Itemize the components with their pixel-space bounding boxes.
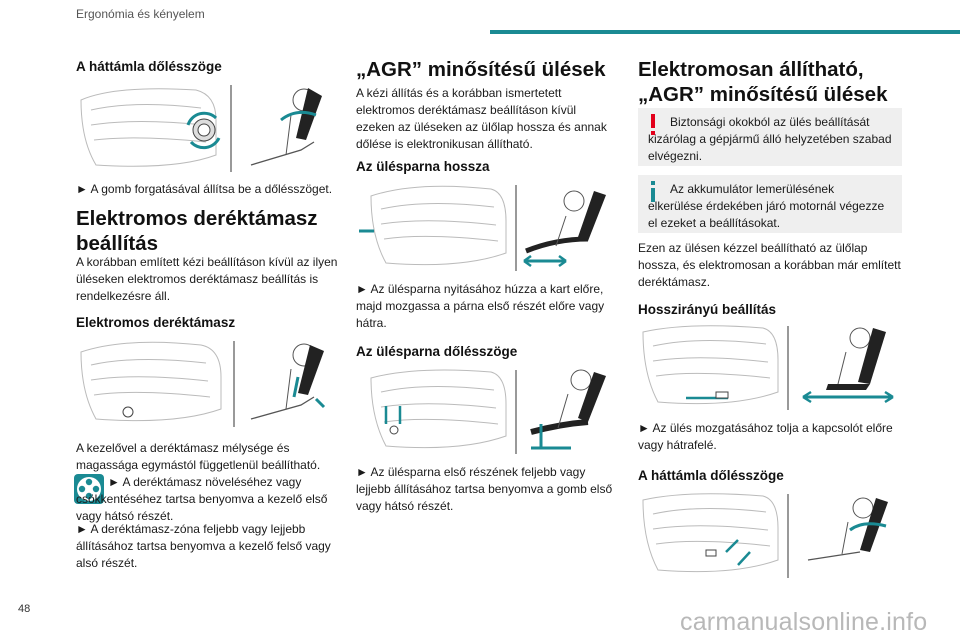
text-lumbar-height: ► A deréktámasz-zóna feljebb vagy lejjeb… [76,522,331,570]
warning-note: Biztonsági okokból az ülés beállítását k… [638,108,902,166]
text-cushion-tilt: ► Az ülésparna első részének feljebb vag… [356,465,613,513]
heading-agr-seats: „AGR” minősítésű ülések [356,58,606,81]
text-manual-adjustment: Ezen az ülésen kézzel beállítható az ülő… [638,241,901,289]
info-icon [646,181,660,208]
page-number: 48 [18,603,31,615]
info-text: Az akkumulátor lemerülésének elkerülése … [648,182,885,230]
heading-cushion-tilt: Az ülésparna dőlésszöge [356,344,518,359]
header-accent-bar [490,30,960,34]
figure-backrest-knob [76,80,338,175]
figure-cushion-length [356,181,618,273]
heading-electric-agr-seats: Elektromosan állítható, „AGR” minősítésű… [638,58,888,106]
text-agr-intro: A kézi állítás és a korábban ismertetett… [356,86,607,151]
heading-backrest-angle: A háttámla dőlésszöge [76,59,222,74]
running-header: Ergonómia és kényelem [76,7,205,21]
heading-electric-lumbar: Elektromos deréktámasz beállítás [76,207,318,255]
heading-backrest-angle-2: A háttámla dőlésszöge [638,468,784,483]
text-lumbar-intro: A korábban említett kézi beállításon kív… [76,255,338,303]
text-cushion-length: ► Az ülésparna nyitásához húzza a kart e… [356,282,605,330]
exclamation-icon [646,114,660,141]
figure-longitudinal [638,322,903,412]
watermark: carmanualsonline.info [680,608,928,636]
text-lumbar-depth: ► A deréktámasz növeléséhez vagy csökken… [76,475,328,523]
four-way-control-icon [74,474,104,509]
text-longitudinal: ► Az ülés mozgatásához tolja a kapcsolót… [638,421,893,452]
info-note: Az akkumulátor lemerülésének elkerülése … [638,175,902,233]
text-lumbar-control: A kezelővel a deréktámasz mélysége és ma… [76,441,321,472]
text-knob-instruction: ► A gomb forgatásával állítsa be a dőlés… [76,182,333,196]
heading-longitudinal: Hosszirányú beállítás [638,302,777,317]
heading-cushion-length: Az ülésparna hossza [356,159,490,174]
figure-cushion-tilt [356,366,618,456]
figure-lumbar-control [76,337,338,429]
heading-electric-lumbar-support: Elektromos deréktámasz [76,315,236,330]
warning-text: Biztonsági okokból az ülés beállítását k… [648,115,892,163]
figure-backrest-switch [638,490,903,580]
